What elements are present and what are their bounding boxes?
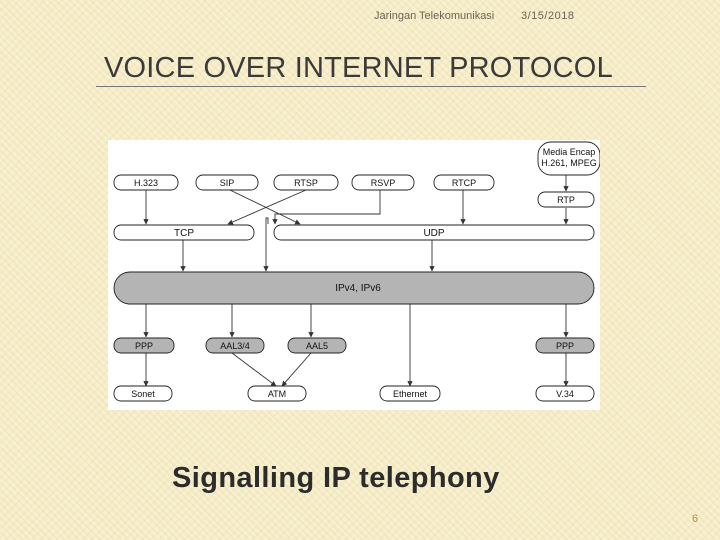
diagram-edges [143, 175, 569, 387]
edge-udp-ip-branch [263, 217, 269, 272]
node-ethernet: Ethernet [379, 385, 441, 402]
header-org: Jaringan Telekomunikasi [374, 10, 495, 22]
node-rtsp: RTSP [273, 174, 339, 191]
edge-sip-udp [229, 189, 301, 225]
node-udp-label: UDP [423, 228, 444, 239]
diagram-canvas: Media Encap H.261, MPEG H.323 SIP RTSP R… [113, 141, 600, 402]
node-v34-label: V.34 [556, 389, 574, 399]
node-media-line2: H.261, MPEG [541, 158, 597, 168]
node-aal34: AAL3/4 [205, 337, 265, 354]
title-underline [96, 86, 646, 87]
node-tcp-label: TCP [174, 228, 194, 239]
node-sip-label: SIP [220, 178, 235, 188]
node-rtcp-label: RTCP [452, 178, 476, 188]
node-rtcp: RTCP [433, 174, 495, 191]
header-date: 3/15/2018 [521, 10, 575, 22]
node-v34: V.34 [535, 385, 595, 402]
edge-aal5-atm [281, 352, 312, 387]
slide-subtitle: Signalling IP telephony [172, 462, 500, 494]
node-aal5: AAL5 [287, 337, 347, 354]
node-ppp-right-label: PPP [556, 341, 574, 351]
node-sonet-label: Sonet [131, 389, 155, 399]
slide-title: VOICE OVER INTERNET PROTOCOL [104, 52, 613, 84]
node-ppp-right: PPP [535, 337, 595, 354]
edge-aal34-atm [231, 352, 277, 387]
node-atm: ATM [247, 385, 307, 402]
node-rsvp-label: RSVP [371, 178, 396, 188]
node-ip: IPv4, IPv6 [113, 271, 595, 305]
node-rtsp-label: RTSP [294, 178, 318, 188]
edge-rtsp-tcp [227, 189, 307, 225]
node-tcp: TCP [113, 224, 255, 241]
node-atm-label: ATM [268, 389, 286, 399]
protocol-stack-diagram: Media Encap H.261, MPEG H.323 SIP RTSP R… [108, 140, 600, 410]
node-sonet: Sonet [113, 385, 173, 402]
node-media-encap: Media Encap H.261, MPEG [537, 141, 600, 176]
node-rtp-label: RTP [557, 195, 575, 205]
node-rsvp: RSVP [351, 174, 415, 191]
node-rtp: RTP [537, 191, 595, 208]
node-h323: H.323 [113, 174, 179, 191]
node-ip-label: IPv4, IPv6 [335, 283, 381, 294]
node-h323-label: H.323 [134, 178, 158, 188]
node-sip: SIP [195, 174, 259, 191]
node-aal34-label: AAL3/4 [220, 341, 250, 351]
node-udp: UDP [273, 224, 595, 241]
node-aal5-label: AAL5 [306, 341, 328, 351]
page-number: 6 [692, 513, 699, 525]
node-ppp-left-label: PPP [135, 341, 153, 351]
node-ppp-left: PPP [113, 337, 175, 354]
edge-rsvp-udp [272, 190, 381, 225]
node-media-line1: Media Encap [543, 147, 596, 157]
node-ethernet-label: Ethernet [393, 389, 428, 399]
